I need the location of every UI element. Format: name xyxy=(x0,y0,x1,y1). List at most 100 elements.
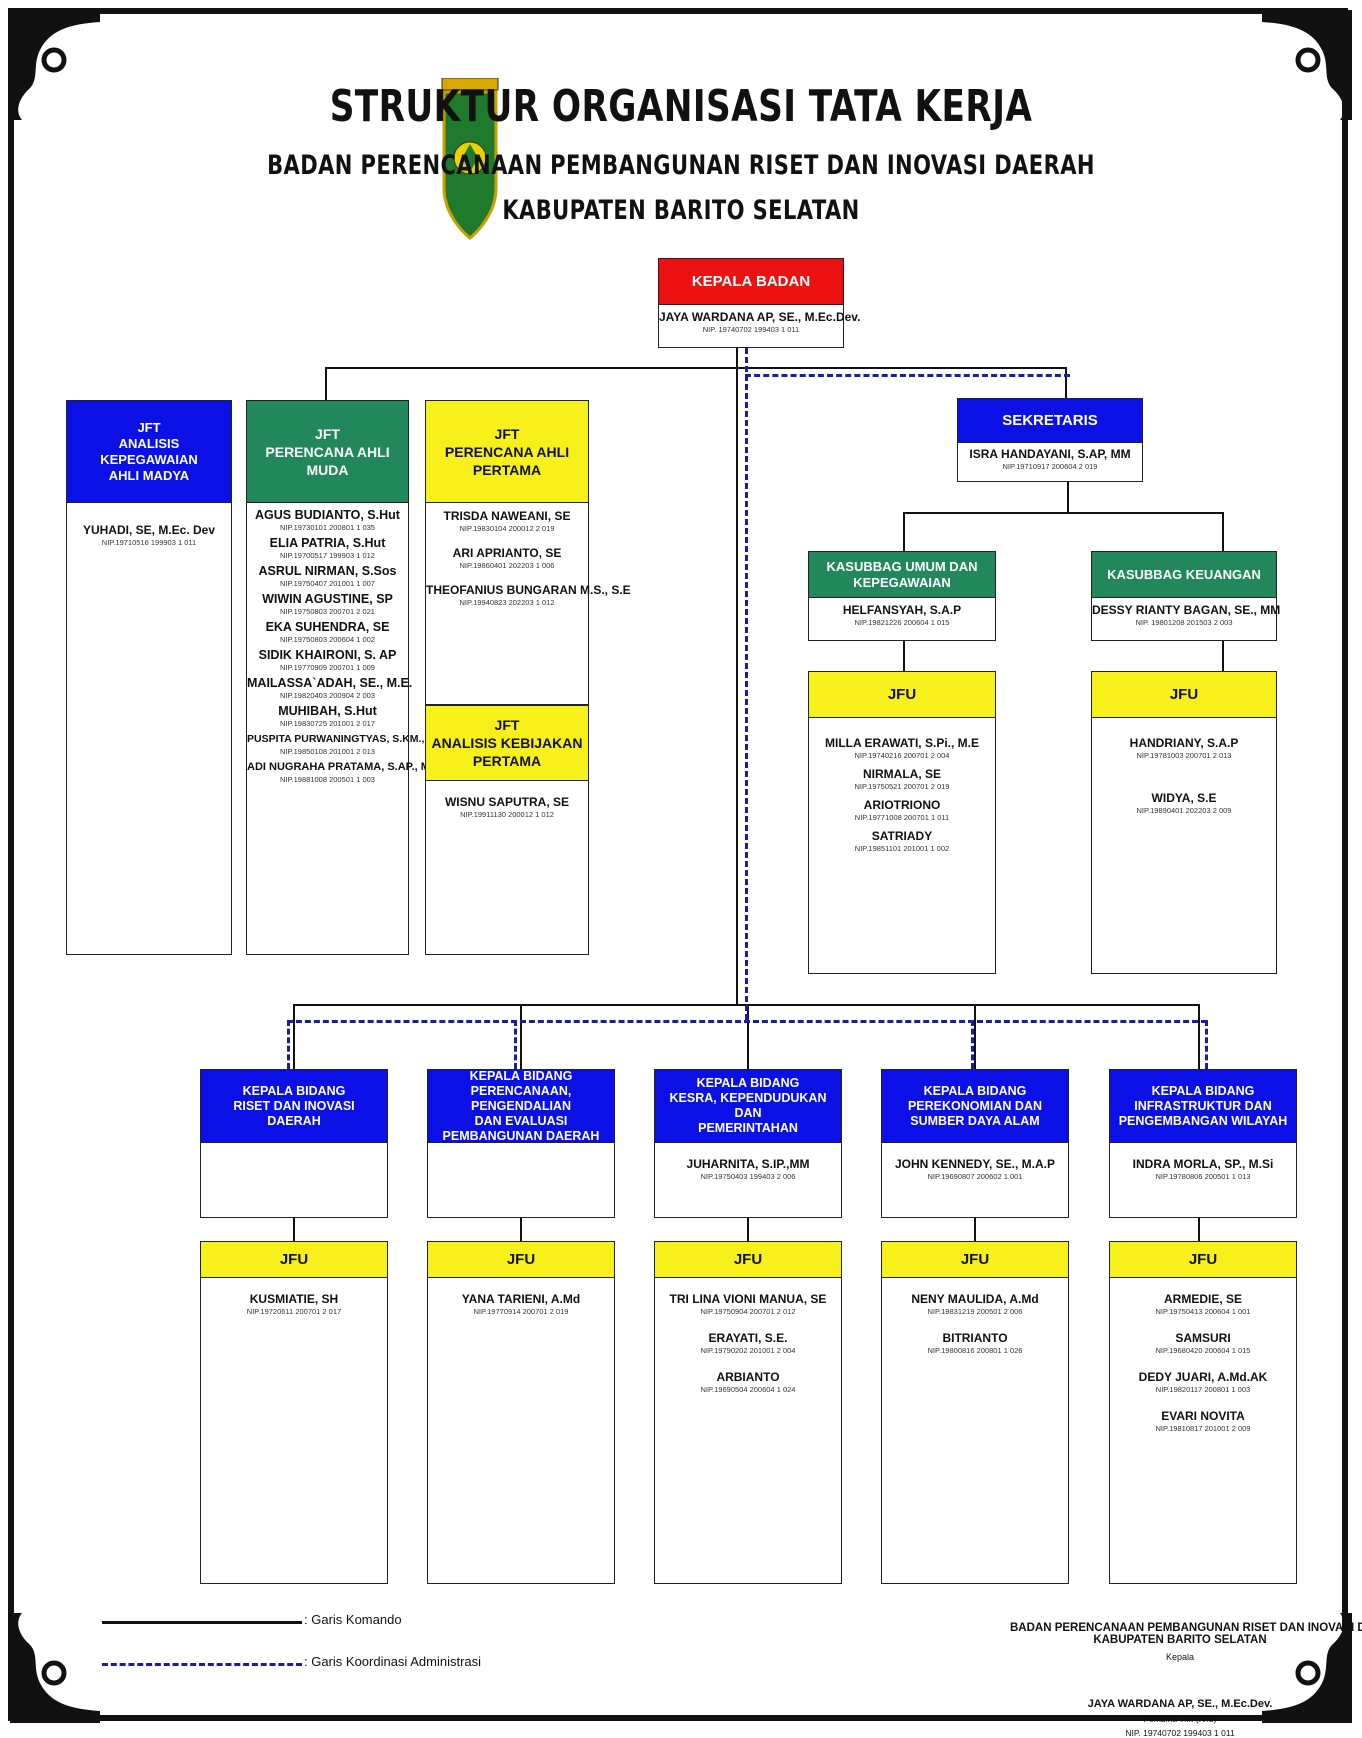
member-nip: NIP.19890401 202203 2 009 xyxy=(1136,806,1232,815)
member-nip: NIP.19720611 200701 2 017 xyxy=(246,1307,342,1316)
member-name: MILLA ERAWATI, S.Pi., M.E xyxy=(824,736,979,750)
member-name: YANA TARIENI, A.Md xyxy=(461,1292,581,1306)
jft-kebijakan-name: WISNU SAPUTRA, SE xyxy=(444,795,569,809)
member-nip: NIP.19860401 202203 1 006 xyxy=(459,561,555,570)
jft-kepegawaian-name: YUHADI, SE, M.Ec. Dev xyxy=(82,523,216,537)
legend-solid-line xyxy=(102,1621,302,1624)
jft-kebijakan-header: JFT ANALISIS KEBIJAKAN PERTAMA xyxy=(426,706,588,781)
member-name: DEDY JUARI, A.Md.AK xyxy=(1138,1370,1268,1384)
command-line-sekretaris-down xyxy=(1067,482,1069,512)
jft-pertama-title-2: PERENCANA AHLI PERTAMA xyxy=(444,443,570,478)
bidang-head-nip: NIP.19690807 200602 1 001 xyxy=(927,1172,1023,1181)
bidang-title-3: PENGEMBANGAN WILAYAH xyxy=(1118,1113,1288,1128)
signature-nip: NIP. 19740702 199403 1 011 xyxy=(1125,1728,1235,1738)
kasubbag-umum-box: KASUBBAG UMUM DAN KEPEGAWAIAN HELFANSYAH… xyxy=(808,551,996,641)
member-nip: NIP.19831219 200501 2 006 xyxy=(927,1307,1023,1316)
member-nip: NIP.19820117 200801 1 003 xyxy=(1155,1385,1251,1394)
corner-ornament-top-right xyxy=(1262,10,1352,120)
member-name: ERAYATI, S.E. xyxy=(708,1331,788,1345)
member-name: WIDYA, S.E xyxy=(1151,791,1217,805)
command-line-bidang-3-jfu xyxy=(747,1218,749,1241)
command-line-to-kasubbag-keuangan xyxy=(1222,512,1224,551)
jft-pertama-box: JFT PERENCANA AHLI PERTAMA TRISDA NAWEAN… xyxy=(425,400,631,705)
corner-ornament-bottom-right xyxy=(1262,1613,1352,1723)
jft-muda-title-2: PERENCANA AHLI MUDA xyxy=(265,443,390,478)
page-region: KABUPATEN BARITO SELATAN xyxy=(502,195,860,226)
command-line-bidang-1-jfu xyxy=(293,1218,295,1241)
member-nip: NIP.19690504 200604 1 024 xyxy=(700,1385,796,1394)
jft-kepegawaian-title-1: JFT xyxy=(137,419,161,435)
bidang-jfu-header: JFU xyxy=(201,1242,387,1278)
jft-kebijakan-nip: NIP.19911130 200012 1 012 xyxy=(460,810,554,819)
command-line-to-bidang-4 xyxy=(974,1004,976,1069)
command-line-bidang-4-jfu xyxy=(974,1218,976,1241)
sekretaris-name: ISRA HANDAYANI, S.AP, MM xyxy=(969,447,1131,461)
jft-kepegawaian-nip: NIP.19710516 199903 1 011 xyxy=(101,538,197,547)
member-nip: NIP.19781003 200701 2 013 xyxy=(1136,751,1232,760)
command-line-to-bidang-3 xyxy=(747,1004,749,1069)
command-line-to-bidang-5 xyxy=(1198,1004,1200,1069)
member-nip: NIP.19790202 201001 2 004 xyxy=(700,1346,796,1355)
member-name: NENY MAULIDA, A.Md xyxy=(911,1292,1039,1306)
page-subtitle: BADAN PERENCANAAN PEMBANGUNAN RISET DAN … xyxy=(267,150,1095,181)
member-name: AGUS BUDIANTO, S.Hut xyxy=(255,508,400,522)
kasubbag-keuangan-nip: NIP. 19801208 201503 2 003 xyxy=(1135,618,1233,627)
legend-solid-label: : Garis Komando xyxy=(304,1612,402,1627)
bidang-title-3: DAN EVALUASI PEMBANGUNAN DAERAH xyxy=(442,1113,600,1143)
bidang-jfu-header: JFU xyxy=(882,1242,1068,1278)
command-line-to-bidang-2 xyxy=(520,1004,522,1069)
bidang-title-2: KESRA, KEPENDUDUKAN DAN xyxy=(669,1091,827,1120)
member-name: EVARI NOVITA xyxy=(1161,1409,1245,1423)
member-name: ARI APRIANTO, SE xyxy=(452,546,562,560)
bidang-title-3: PEMERINTAHAN xyxy=(698,1121,798,1135)
member-name: NIRMALA, SE xyxy=(863,767,941,781)
kasubbag-keuangan-box: KASUBBAG KEUANGAN DESSY RIANTY BAGAN, SE… xyxy=(1091,551,1281,641)
bidang-title-2: PEREKONOMIAN DAN xyxy=(907,1098,1043,1113)
member-nip: NIP.19750904 200701 2 012 xyxy=(700,1307,796,1316)
member-nip: NIP.19850108 201001 2 013 xyxy=(280,747,375,756)
coordination-line-bidang-5 xyxy=(1205,1020,1208,1069)
jft-kepegawaian-box: JFT ANALISIS KEPEGAWAIAN AHLI MADYA YUHA… xyxy=(66,400,232,955)
bidang-jfu-header: JFU xyxy=(428,1242,614,1278)
legend-dashed-label: : Garis Koordinasi Administrasi xyxy=(304,1654,482,1669)
bidang-title-2: RISET DAN INOVASI DAERAH xyxy=(233,1098,355,1128)
sekretaris-nip: NIP.19710917 200604 2 019 xyxy=(1002,462,1098,471)
member-name: MAILASSA`ADAH, SE., M.E. xyxy=(247,676,413,690)
coordination-line-bidang-2 xyxy=(514,1020,517,1069)
kepala-badan-name: JAYA WARDANA AP, SE., M.Ec.Dev. xyxy=(659,310,861,324)
jft-muda-title-1: JFT xyxy=(315,425,340,442)
member-name: HANDRIANY, S.A.P xyxy=(1129,736,1239,750)
signature-name: JAYA WARDANA AP, SE., M.Ec.Dev. xyxy=(1087,1698,1273,1710)
member-name: ASRUL NIRMAN, S.Sos xyxy=(258,564,397,578)
jft-kebijakan-box: JFT ANALISIS KEBIJAKAN PERTAMA WISNU SAP… xyxy=(425,705,589,955)
member-name: ADI NUGRAHA PRATAMA, S.AP., M.A.P xyxy=(247,761,452,773)
member-name: ARMEDIE, SE xyxy=(1163,1292,1242,1306)
bidang-jfu-header: JFU xyxy=(655,1242,841,1278)
member-name: ARBIANTO xyxy=(716,1370,780,1384)
member-name: TRISDA NAWEANI, SE xyxy=(443,509,571,523)
kepala-badan-box: KEPALA BADAN JAYA WARDANA AP, SE., M.Ec.… xyxy=(658,258,861,348)
command-line-to-sekretaris xyxy=(1065,367,1067,398)
member-name: THEOFANIUS BUNGARAN M.S., S.E xyxy=(426,583,631,597)
bidang-head-name: INDRA MORLA, SP., M.Si xyxy=(1132,1157,1274,1171)
page-title: STRUKTUR ORGANISASI TATA KERJA xyxy=(329,81,1033,132)
member-nip: NIP.19750413 200604 1 001 xyxy=(1155,1307,1251,1316)
jft-kepegawaian-title-2: ANALISIS KEPEGAWAIAN xyxy=(100,435,198,467)
bidang-title-1: KEPALA BIDANG xyxy=(469,1068,573,1083)
kasubbag-keuangan-name: DESSY RIANTY BAGAN, SE., MM xyxy=(1092,603,1281,617)
member-nip: NIP.19730101 200801 1 035 xyxy=(280,523,375,532)
member-nip: NIP.19750803 200604 1 002 xyxy=(280,635,375,644)
command-line-to-kasubbag-umum xyxy=(903,512,905,551)
member-name: BITRIANTO xyxy=(942,1331,1008,1345)
